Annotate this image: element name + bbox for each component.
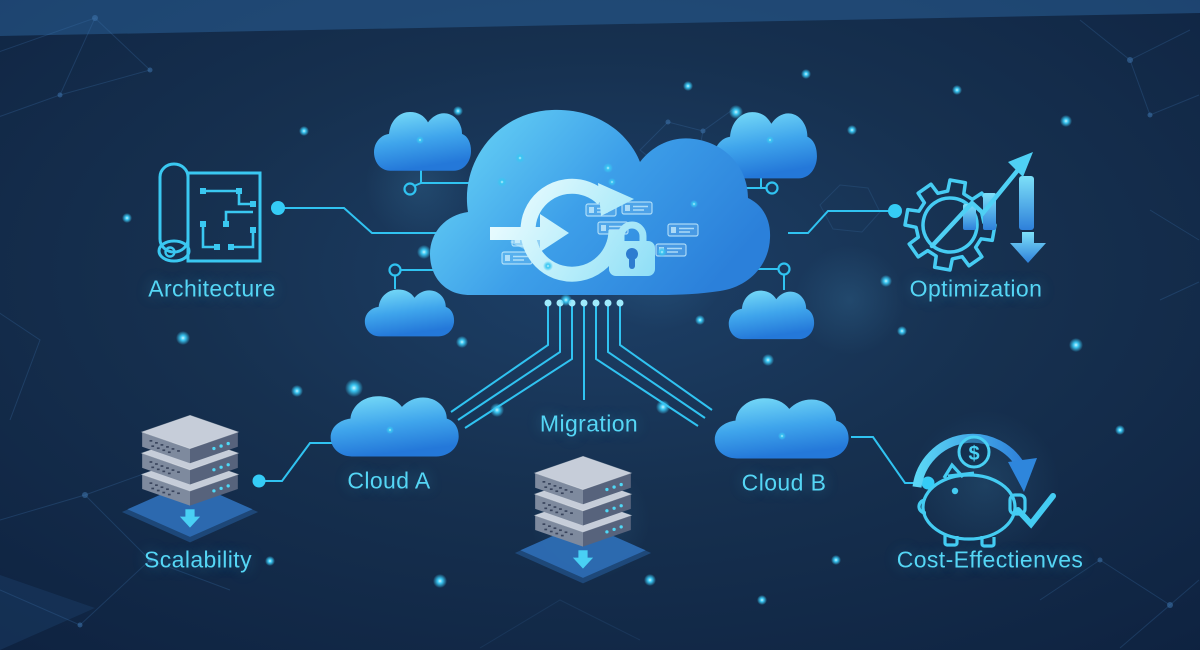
central-cloud-hub — [430, 109, 771, 295]
padlock-icon — [609, 221, 655, 276]
bar-chart-icon — [963, 176, 1034, 230]
label-optimization: Optimization — [909, 275, 1043, 302]
label-cloud-b: Cloud B — [741, 469, 827, 496]
dollar-sign: $ — [968, 443, 979, 465]
gear-icon — [903, 178, 997, 272]
down-arrow-icon — [1010, 232, 1046, 263]
circuit-ring — [777, 262, 791, 276]
circuit-dot — [252, 474, 266, 488]
coin-icon: $ — [957, 435, 991, 469]
blueprint-icon — [157, 162, 262, 263]
circuit-dot — [271, 201, 285, 215]
piggy-bank-icon — [917, 462, 1027, 548]
savings-arc-arrow — [912, 433, 1028, 488]
glow-dots — [122, 69, 1125, 605]
top-sheen — [0, 0, 1200, 36]
label-scalability: Scalability — [144, 546, 252, 573]
label-cloud-a: Cloud A — [347, 467, 431, 494]
transfer-arrow-icon — [490, 214, 569, 252]
optimization-icon — [903, 152, 1046, 272]
circuit-ring — [765, 181, 779, 195]
circuit-ring — [403, 182, 417, 196]
sync-icon — [520, 178, 634, 282]
arc-arrowhead — [1008, 458, 1037, 492]
circuit-dot — [921, 476, 935, 490]
circuit-lines — [259, 152, 921, 484]
growth-arrow-icon — [929, 152, 1033, 249]
mesh-nodes — [57, 15, 1173, 628]
label-migration: Migration — [539, 410, 639, 437]
corner-facet — [0, 575, 95, 650]
cost-effectiveness-icon: $ — [912, 433, 1056, 548]
return-arrow-icon — [510, 234, 544, 250]
circuit-dot — [888, 204, 902, 218]
label-architecture: Architecture — [148, 275, 276, 302]
label-cost-effectiveness: Cost-Effectienves — [896, 546, 1084, 573]
circuit-ring — [388, 263, 402, 277]
checkmark-icon — [1015, 493, 1056, 529]
